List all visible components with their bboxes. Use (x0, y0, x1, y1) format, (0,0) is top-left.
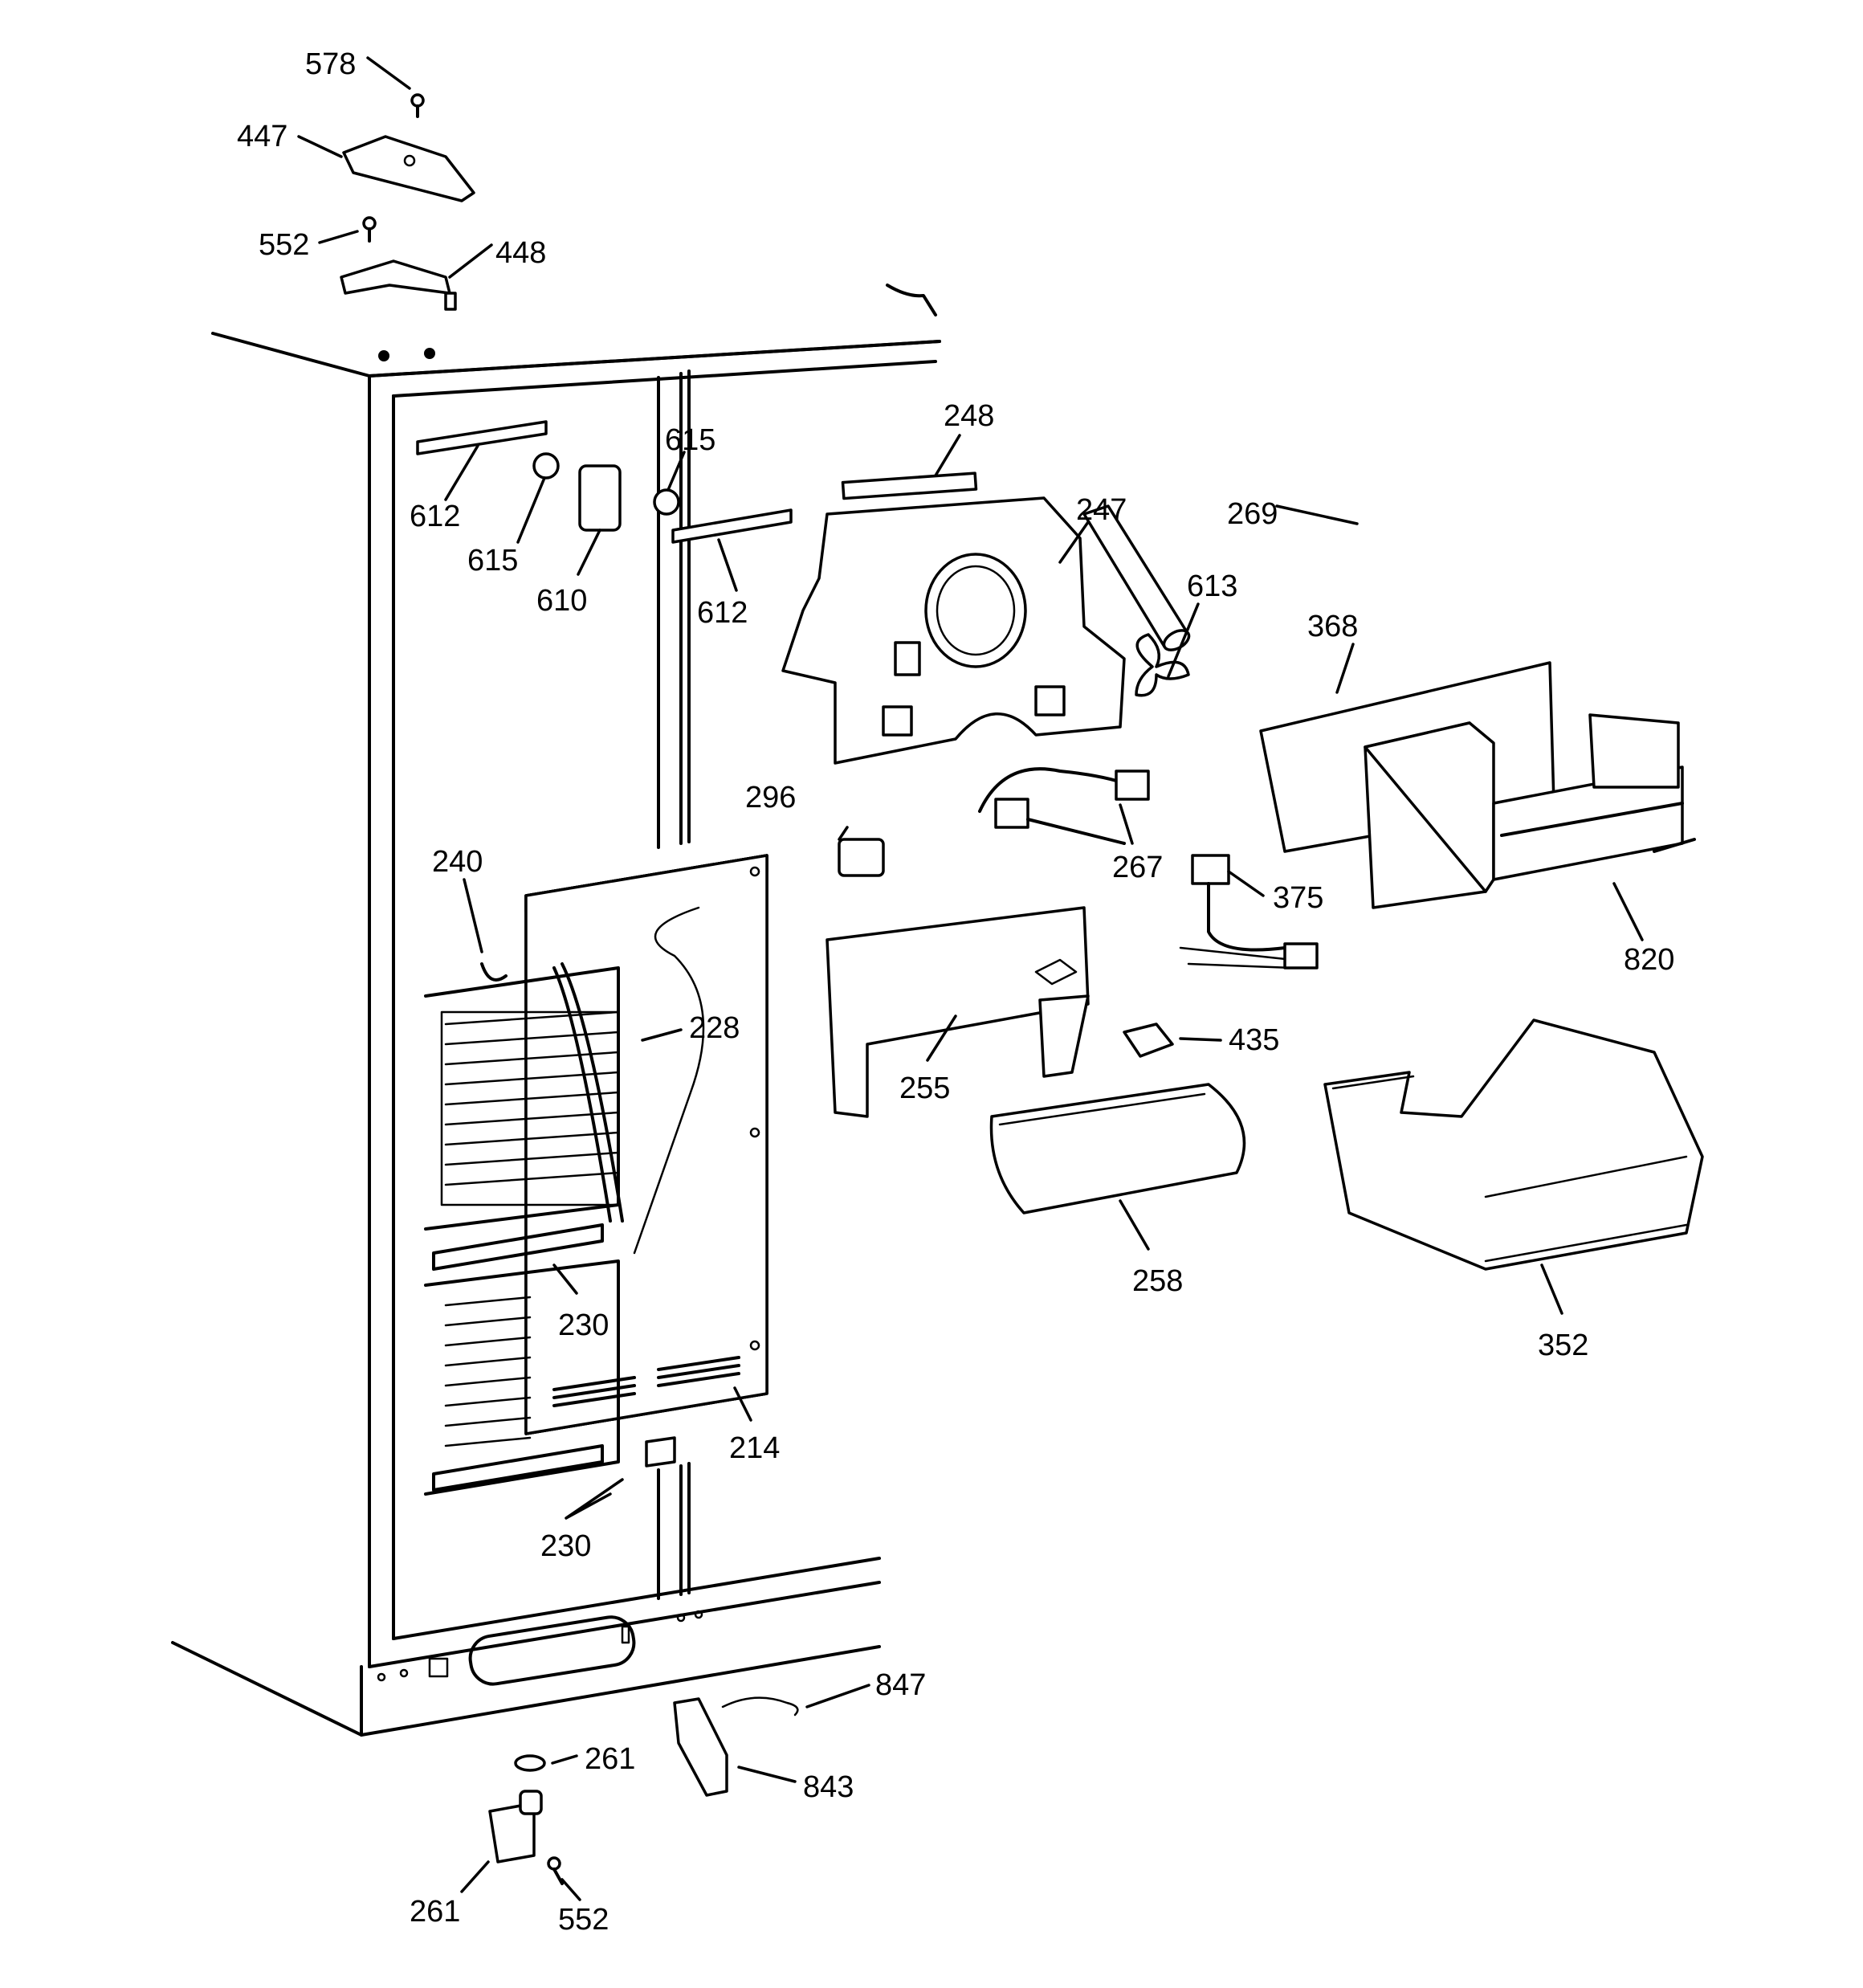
callout-255: 255 (899, 1072, 950, 1105)
callout-240: 240 (432, 845, 483, 879)
valve-harness (1179, 854, 1319, 970)
relay (838, 838, 885, 877)
callout-820: 820 (1624, 943, 1674, 977)
bottom-hinge-assembly (488, 1696, 799, 1885)
wire-harness (978, 767, 1150, 845)
callout-552: 552 (558, 1903, 609, 1937)
callout-247: 247 (1076, 493, 1127, 527)
callout-267: 267 (1112, 851, 1163, 884)
callout-228: 228 (689, 1011, 740, 1045)
callout-248: 248 (944, 399, 994, 433)
callout-230: 230 (558, 1308, 609, 1342)
cover-panel (826, 906, 1090, 1118)
leader-lines (297, 56, 1644, 1901)
callout-615: 615 (665, 423, 715, 457)
callout-612: 612 (410, 500, 460, 533)
fan-blade (1135, 633, 1190, 697)
callout-610: 610 (536, 584, 587, 618)
ice-bucket (1323, 1018, 1704, 1271)
callout-269: 269 (1227, 497, 1278, 531)
callout-552: 552 (259, 228, 309, 262)
callout-214: 214 (729, 1431, 780, 1465)
refrigerator-cabinet (171, 284, 941, 1737)
duct (989, 1083, 1246, 1214)
callout-261: 261 (585, 1742, 635, 1776)
callout-375: 375 (1273, 881, 1323, 915)
callout-843: 843 (803, 1770, 854, 1804)
fan-motor-brackets (416, 420, 793, 544)
callout-labels: 578 447 552 448 612 615 610 615 612 248 … (237, 47, 1674, 1937)
callout-847: 847 (875, 1668, 926, 1702)
callout-612: 612 (697, 596, 748, 630)
callout-613: 613 (1187, 569, 1237, 603)
callout-447: 447 (237, 120, 287, 153)
callout-578: 578 (305, 47, 356, 81)
fan-shroud (781, 471, 1126, 765)
callout-261: 261 (410, 1895, 460, 1929)
fill-tube (1082, 504, 1191, 651)
callout-615: 615 (467, 544, 518, 578)
evaporator-assembly (424, 854, 768, 1496)
callout-352: 352 (1538, 1329, 1588, 1362)
callout-448: 448 (495, 236, 546, 270)
callout-368: 368 (1307, 610, 1358, 643)
callout-230: 230 (540, 1529, 591, 1563)
top-hinge-assembly (340, 93, 475, 311)
callout-435: 435 (1229, 1023, 1279, 1057)
thimble (1123, 1023, 1174, 1058)
callout-258: 258 (1132, 1264, 1183, 1298)
callout-296: 296 (745, 781, 796, 814)
icemaker (1259, 661, 1696, 909)
